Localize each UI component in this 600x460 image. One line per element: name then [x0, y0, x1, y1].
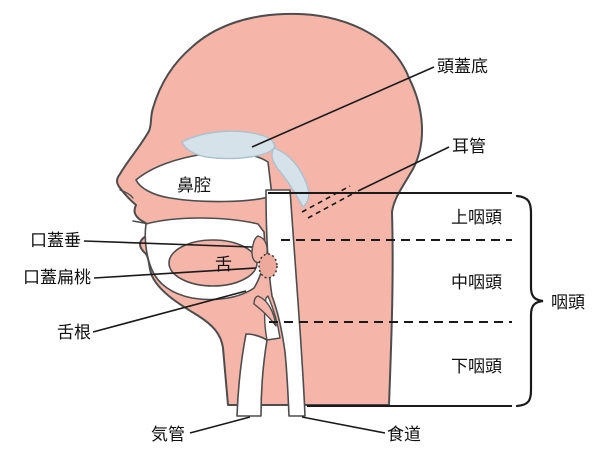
label-tongue-root: 舌根 [57, 323, 91, 342]
label-nasal-cavity: 鼻腔 [177, 176, 211, 195]
label-esophagus: 食道 [387, 425, 421, 444]
eustachian-tube-dash-1 [301, 185, 351, 213]
esophagus-leader-line [301, 416, 386, 434]
uvula-leader-line [83, 240, 253, 248]
trachea-leader-line [189, 416, 251, 434]
skull-base-leader-line [251, 66, 435, 148]
label-tongue: 舌 [215, 255, 232, 274]
nostril-line [119, 189, 134, 199]
pharynx-esophagus-channel [265, 189, 306, 417]
palatine-tonsil-shape [258, 253, 278, 279]
label-middle-pharynx: 中咽頭 [451, 273, 502, 292]
label-skull-base: 頭蓋底 [437, 57, 488, 76]
tonsil-leader-line [93, 267, 257, 279]
label-eustachian-tube: 耳管 [452, 137, 486, 156]
tongue-root-leader-line [92, 290, 247, 333]
epiglottis-shape [253, 295, 277, 327]
pharynx-brace [515, 194, 544, 408]
label-trachea: 気管 [151, 425, 185, 444]
trachea-shape [236, 333, 268, 417]
label-palatine-tonsil: 口蓋扁桃 [23, 268, 91, 287]
eustachian-tube-dash-2 [307, 191, 357, 219]
label-pharynx: 咽頭 [551, 293, 585, 312]
label-upper-pharynx: 上咽頭 [451, 208, 502, 227]
eustachian-leader-line [357, 146, 450, 192]
label-lower-pharynx: 下咽頭 [451, 357, 502, 376]
label-uvula: 口蓋垂 [30, 231, 81, 250]
